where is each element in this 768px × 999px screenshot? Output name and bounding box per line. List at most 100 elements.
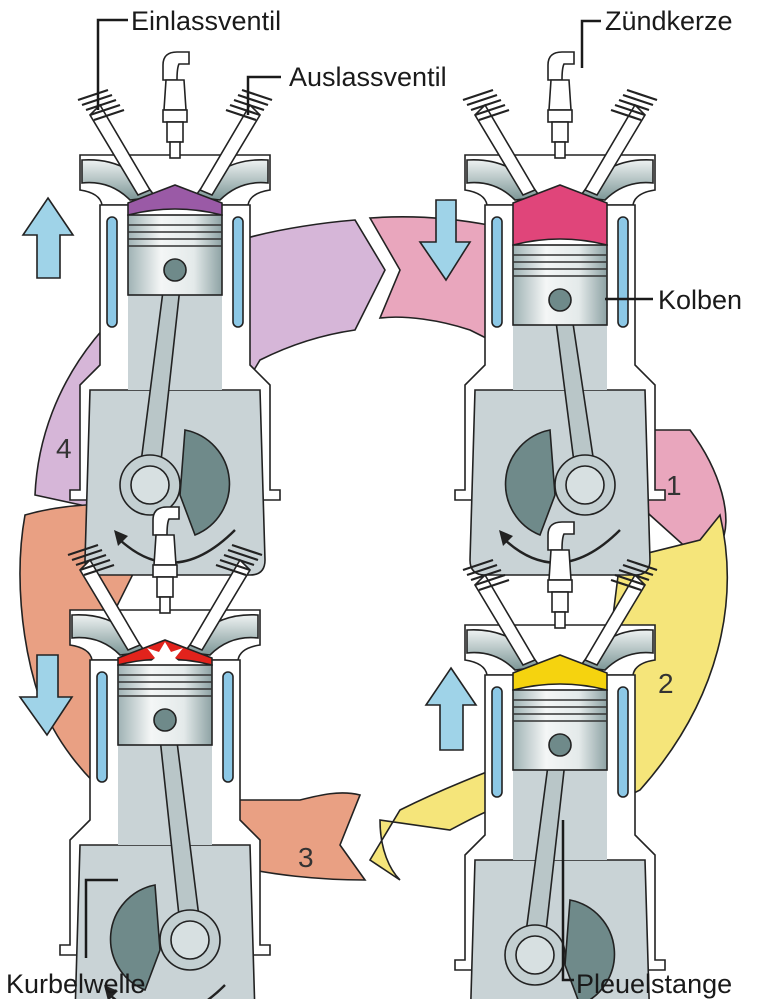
intake-valve-label: Einlassventil (131, 6, 281, 36)
spark-plug-nut (547, 579, 573, 593)
spark-plug-body (153, 534, 177, 566)
crank-counterweight (564, 899, 616, 999)
valve-spring-coil (474, 103, 506, 117)
connecting-rod-label: Pleuelstange (576, 969, 732, 999)
valve-spring-coil (93, 108, 125, 122)
valve-spring-coil (89, 103, 121, 117)
valve-spring-coil (478, 108, 510, 122)
exhaust-valve-stem (583, 103, 647, 197)
valve-spring-coil (229, 103, 261, 117)
spark-plug-thread (169, 141, 181, 159)
crank-pin (515, 935, 555, 975)
piston-label: Kolben (658, 285, 742, 315)
valve-spring-coil (626, 88, 658, 102)
piston-pin (153, 708, 177, 732)
engine-stroke-1 (454, 51, 666, 576)
label-piston: Kolben (605, 285, 742, 315)
engine-stroke-3 (59, 506, 271, 999)
coolant-channel (232, 216, 244, 328)
valve-spring-coil (614, 573, 646, 587)
coolant-channel (96, 671, 108, 783)
spark-plug-cap-icon (547, 521, 575, 551)
piston-down-arrow (18, 654, 74, 737)
piston-up-arrow (424, 666, 478, 751)
valve-spring-coil (470, 98, 502, 112)
valve-spring-coil (225, 108, 257, 122)
spark-plug-nut (152, 564, 178, 578)
spark-plug-body (548, 549, 572, 581)
exhaust-valve-stem (198, 103, 262, 197)
piston-pin (548, 733, 572, 757)
valve-spring-coil (610, 108, 642, 122)
spark-plug-nut (162, 109, 188, 123)
spark-plug-body (163, 79, 187, 111)
piston-pin (548, 288, 572, 312)
spark-plug-thread (159, 596, 171, 614)
valve-spring-coil (626, 558, 658, 572)
valve-spring-coil (71, 548, 103, 562)
crank-pin (565, 465, 605, 505)
exhaust-valve-stem (583, 573, 647, 667)
spark-plug-insulator (156, 576, 174, 598)
combustion-chamber (512, 184, 608, 247)
valve-spring-coil (466, 93, 498, 107)
intake-valve-stem (473, 573, 537, 667)
piston-pin (163, 258, 187, 282)
valve-spring-coil (223, 553, 255, 567)
spark-plug-cap-icon (152, 506, 180, 536)
valve-spring-coil (466, 563, 498, 577)
exhaust-valve-label: Auslassventil (289, 62, 447, 92)
valve-spring-coil (622, 93, 654, 107)
piston (127, 214, 223, 296)
valve-spring-coil (462, 88, 494, 102)
valve-spring-coil (227, 548, 259, 562)
spark-plug-cap-icon (547, 51, 575, 81)
label-connecting-rod: Pleuelstange (561, 820, 732, 999)
valve-spring-coil (462, 558, 494, 572)
valve-spring-coil (215, 563, 247, 577)
exhaust-valve-stem (188, 558, 252, 652)
engine-cylinders (59, 51, 666, 999)
coolant-channel (491, 216, 503, 328)
crank-counterweight (109, 884, 161, 992)
valve-spring-coil (470, 568, 502, 582)
intake-valve-stem (473, 103, 537, 197)
coolant-channel (617, 686, 629, 798)
spark-plug-thread (554, 611, 566, 629)
coolant-channel (617, 216, 629, 328)
piston (512, 689, 608, 771)
stroke-number-4: 4 (56, 433, 72, 464)
crankshaft-label: Kurbelwelle (6, 969, 146, 999)
coolant-channel (222, 671, 234, 783)
valve-spring-coil (474, 573, 506, 587)
engine-stroke-4 (69, 51, 281, 576)
combustion-chamber (127, 184, 223, 217)
rotation-arrowhead-icon (104, 985, 118, 999)
valve-spring-coil (622, 563, 654, 577)
crank-counterweight (179, 429, 231, 537)
valve-spring-coil (83, 563, 115, 577)
label-intake-valve: Einlassventil (96, 6, 281, 110)
valve-spring-coil (237, 93, 269, 107)
coolant-channel (491, 686, 503, 798)
combustion-chamber (512, 654, 608, 692)
spark-plug-cap-icon (162, 51, 190, 81)
crank-pin (130, 465, 170, 505)
stroke-number-2: 2 (658, 668, 674, 699)
valve-spring-coil (75, 553, 107, 567)
stroke-number-3: 3 (298, 842, 314, 873)
crank-counterweight (504, 429, 556, 537)
label-exhaust-valve: Auslassventil (246, 62, 447, 115)
label-crankshaft: Kurbelwelle (6, 878, 146, 999)
engine-stroke-2 (454, 521, 666, 999)
valve-spring-coil (231, 543, 263, 557)
rotation-arrowhead-icon (499, 530, 513, 546)
coolant-channel (106, 216, 118, 328)
intake-valve-stem (88, 103, 152, 197)
spark-plug-body (548, 79, 572, 111)
spark-plug-nut (547, 109, 573, 123)
valve-spring-coil (478, 578, 510, 592)
piston-up-arrow (21, 196, 75, 279)
label-spark-plug: Zündkerze (580, 6, 733, 68)
